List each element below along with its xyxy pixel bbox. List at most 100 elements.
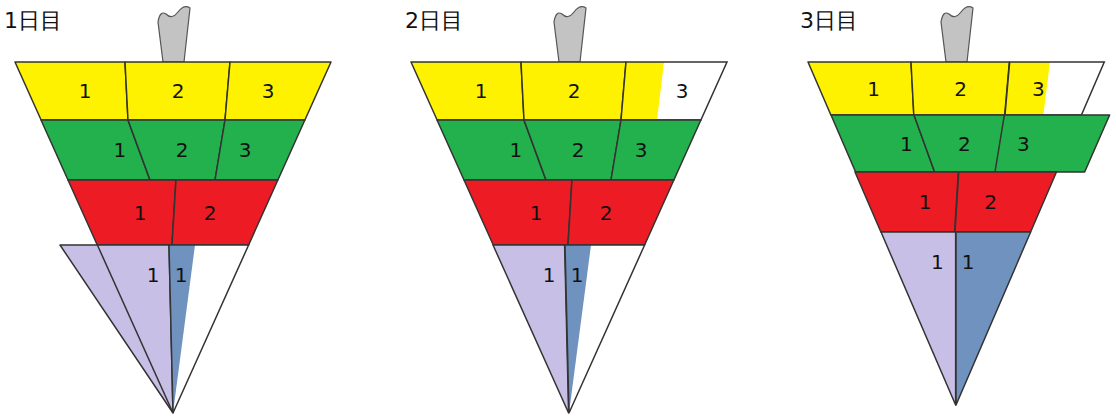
food-band-cell: 1 bbox=[491, 243, 571, 415]
cell-number: 3 bbox=[676, 81, 689, 101]
cell-fill bbox=[60, 245, 173, 413]
cell-fill bbox=[225, 62, 331, 120]
cell-shape bbox=[223, 60, 333, 122]
top-handle bbox=[941, 7, 973, 62]
cell-fill bbox=[911, 62, 1009, 115]
cell-number: 3 bbox=[1017, 134, 1030, 154]
cell-fill bbox=[125, 62, 230, 120]
food-band-cell: 3 bbox=[223, 60, 333, 122]
food-band-cell: 1 bbox=[409, 60, 526, 122]
cell-fill bbox=[995, 115, 1110, 172]
cell-shape bbox=[213, 118, 307, 182]
cell-number: 1 bbox=[530, 203, 543, 223]
cell-outline bbox=[565, 245, 645, 413]
cell-shape bbox=[1003, 60, 1106, 117]
food-band-cell: 1 bbox=[853, 170, 960, 234]
cell-fill bbox=[411, 62, 524, 120]
cell-number: 1 bbox=[510, 140, 523, 160]
cell-shape bbox=[619, 60, 729, 122]
day-label: 2日目 bbox=[405, 8, 463, 34]
cell-fill bbox=[464, 180, 572, 245]
day-label: 1日目 bbox=[4, 8, 62, 34]
cell-fill bbox=[172, 180, 278, 245]
cell-number: 1 bbox=[134, 203, 147, 223]
food-band-cell: 1 bbox=[806, 60, 916, 117]
food-band-cell: 1 bbox=[879, 230, 958, 407]
cell-outline bbox=[621, 62, 727, 120]
cell-number: 2 bbox=[568, 81, 581, 101]
cell-number: 1 bbox=[175, 265, 188, 285]
cell-number: 2 bbox=[176, 140, 189, 160]
food-band-cell: 3 bbox=[993, 113, 1112, 174]
cell-fill bbox=[914, 115, 1005, 172]
top-handle bbox=[158, 7, 190, 62]
cell-shape bbox=[609, 118, 703, 182]
cell-number: 1 bbox=[147, 265, 160, 285]
cell-shape bbox=[66, 178, 178, 247]
food-band-cell: 3 bbox=[1003, 60, 1106, 117]
cell-shape bbox=[409, 60, 526, 122]
cell-fill bbox=[621, 62, 664, 120]
cell-fill bbox=[568, 180, 674, 245]
food-band-cell: 1 bbox=[462, 178, 574, 247]
cell-fill bbox=[68, 180, 176, 245]
cell-shape bbox=[491, 243, 571, 415]
cell-fill bbox=[956, 232, 1031, 405]
cell-number: 3 bbox=[262, 81, 275, 101]
cell-number: 2 bbox=[172, 81, 185, 101]
cell-number: 3 bbox=[635, 140, 648, 160]
cell-shape bbox=[953, 170, 1058, 234]
cell-shape bbox=[566, 178, 676, 247]
cell-number: 1 bbox=[79, 81, 92, 101]
food-band-cell: 1 bbox=[563, 243, 647, 415]
cell-number: 2 bbox=[984, 192, 997, 212]
cell-number: 1 bbox=[919, 192, 932, 212]
edge-line bbox=[97, 245, 173, 413]
cell-number: 1 bbox=[900, 134, 913, 154]
cell-fill bbox=[881, 232, 956, 405]
cell-number: 3 bbox=[239, 140, 252, 160]
cell-fill bbox=[855, 172, 958, 232]
food-band-cell: 2 bbox=[170, 178, 280, 247]
cell-fill bbox=[169, 245, 249, 413]
cell-fill bbox=[621, 62, 727, 120]
cell-fill bbox=[808, 62, 914, 115]
food-band-cell: 1 bbox=[58, 243, 175, 415]
cell-number: 2 bbox=[600, 203, 613, 223]
cell-shape bbox=[993, 113, 1112, 174]
cell-fill bbox=[524, 120, 621, 180]
food-band-cell: 2 bbox=[909, 60, 1011, 117]
food-band-cell: 1 bbox=[954, 230, 1033, 407]
cell-number: 1 bbox=[962, 252, 975, 272]
food-band-cell: 1 bbox=[13, 60, 130, 122]
cell-fill bbox=[565, 245, 645, 413]
food-band-cell: 3 bbox=[619, 60, 729, 122]
cell-number: 1 bbox=[931, 252, 944, 272]
food-band-cell: 2 bbox=[953, 170, 1058, 234]
cell-number: 2 bbox=[954, 79, 967, 99]
cell-fill bbox=[1005, 62, 1050, 115]
cell-number: 1 bbox=[114, 140, 127, 160]
top-handle bbox=[554, 7, 586, 62]
cell-fill bbox=[215, 120, 305, 180]
cell-number: 2 bbox=[958, 134, 971, 154]
cell-shape bbox=[170, 178, 280, 247]
cell-fill bbox=[1005, 62, 1104, 115]
food-band-cell: 2 bbox=[522, 118, 623, 182]
food-band-cell: 2 bbox=[123, 60, 232, 122]
cell-outline bbox=[1005, 62, 1104, 115]
cell-shape bbox=[13, 60, 130, 122]
cell-number: 2 bbox=[204, 203, 217, 223]
day-label: 3日目 bbox=[800, 8, 858, 34]
cell-number: 3 bbox=[1032, 79, 1045, 99]
cell-number: 1 bbox=[475, 81, 488, 101]
food-band-cell: 2 bbox=[912, 113, 1007, 174]
cell-fill bbox=[611, 120, 701, 180]
cell-fill bbox=[521, 62, 626, 120]
food-band-cell: 1 bbox=[167, 243, 251, 415]
food-band-cell: 2 bbox=[519, 60, 628, 122]
cell-number: 2 bbox=[572, 140, 585, 160]
food-band-cell: 3 bbox=[609, 118, 703, 182]
food-band-cell: 1 bbox=[66, 178, 178, 247]
